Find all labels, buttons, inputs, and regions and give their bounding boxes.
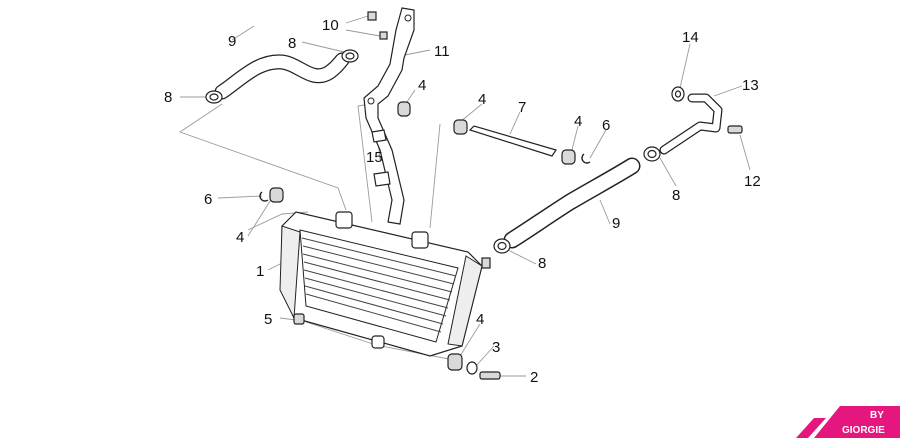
metal-pipe — [659, 93, 723, 155]
callout-8-right: 8 — [672, 187, 680, 204]
rubber-bushing-left — [269, 187, 284, 203]
clip-15a — [371, 129, 387, 143]
hose-clamp-left — [205, 90, 223, 104]
callout-14: 14 — [682, 29, 699, 46]
callout-1: 1 — [256, 263, 264, 280]
nut-5 — [293, 313, 305, 325]
bolt-2 — [479, 371, 501, 380]
callout-2: 2 — [530, 369, 538, 386]
rubber-bushing-bracket — [397, 101, 411, 117]
logo-text-top: BY — [870, 410, 884, 421]
seal-washer — [671, 86, 685, 102]
callout-4-left: 4 — [236, 229, 244, 246]
rubber-bushing-rod-left — [453, 119, 468, 135]
support-rod — [468, 125, 557, 157]
circlip-left — [259, 191, 269, 202]
callout-13: 13 — [742, 77, 759, 94]
callout-3: 3 — [492, 339, 500, 356]
screw-10a — [367, 11, 377, 21]
clip-15b — [373, 171, 391, 187]
callout-8-upper: 8 — [288, 35, 296, 52]
hose-upper-left — [214, 52, 350, 100]
hose-clamp-lower-right — [493, 238, 511, 254]
callout-10: 10 — [322, 17, 339, 34]
callout-4-bracket: 4 — [418, 77, 426, 94]
screw-10b — [379, 31, 388, 40]
callout-5: 5 — [264, 311, 272, 328]
callout-9-upper: 9 — [228, 33, 236, 50]
callout-labels: 1 2 3 4 4 4 4 4 5 6 6 7 8 8 8 8 9 9 10 1… — [164, 17, 761, 386]
radiator-fins — [301, 237, 457, 333]
callout-4-rod-left: 4 — [478, 91, 486, 108]
oil-radiator — [279, 211, 491, 357]
logo-text-bottom: GIORGIE — [842, 425, 885, 436]
callout-8-lower: 8 — [538, 255, 546, 272]
hose-clamp-right — [643, 146, 661, 162]
circlip-rod-right — [581, 153, 591, 164]
callout-12: 12 — [744, 173, 761, 190]
callout-8-left: 8 — [164, 89, 172, 106]
mounting-bracket — [363, 7, 415, 225]
callout-6-right: 6 — [602, 117, 610, 134]
callout-11: 11 — [434, 43, 450, 60]
hose-right — [503, 157, 641, 249]
rubber-bushing-lower — [447, 353, 463, 371]
hose-clamp-upper — [341, 49, 359, 63]
callout-4-lower: 4 — [476, 311, 484, 328]
bolt-12 — [727, 125, 743, 134]
brand-logo: BY GIORGIE — [796, 406, 900, 438]
callout-6-left: 6 — [204, 191, 212, 208]
callout-4-rod-right: 4 — [574, 113, 582, 130]
washer-3 — [466, 361, 478, 375]
rubber-bushing-rod-right — [561, 149, 576, 165]
callout-15: 15 — [366, 149, 383, 166]
callout-7: 7 — [518, 99, 526, 116]
callout-9-right: 9 — [612, 215, 620, 232]
